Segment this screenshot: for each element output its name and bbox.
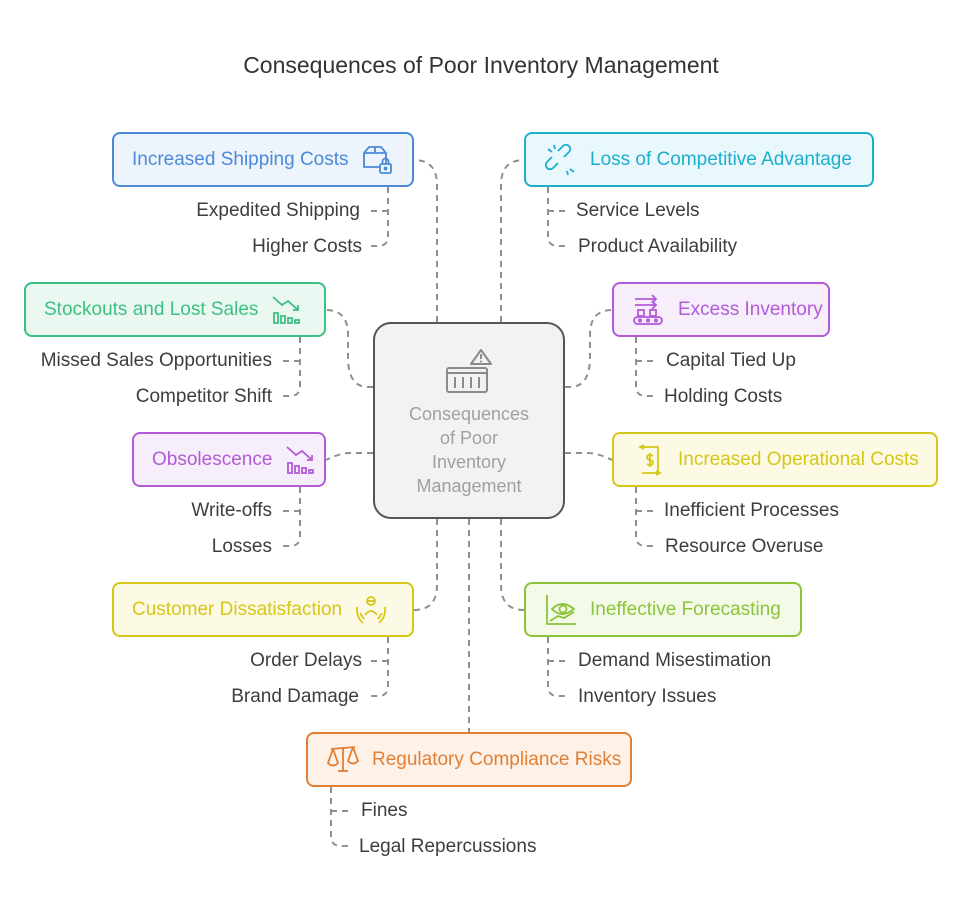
node-label: Ineffective Forecasting xyxy=(590,598,781,620)
sub-item: Resource Overuse xyxy=(665,536,824,557)
node-label: Regulatory Compliance Risks xyxy=(372,748,622,770)
money-cycle-icon xyxy=(637,443,663,476)
node-label: Obsolescence xyxy=(152,448,273,470)
node-regulatory-compliance-risks: Regulatory Compliance Risks xyxy=(306,732,632,787)
sub-item: Brand Damage xyxy=(231,686,359,707)
node-obsolescence: Obsolescence xyxy=(132,432,326,487)
sub-item: Legal Repercussions xyxy=(359,836,537,857)
connector-forecasting xyxy=(500,519,525,611)
sub-connector-excess xyxy=(635,337,654,397)
broken-link-icon xyxy=(544,143,575,175)
sub-item: Expedited Shipping xyxy=(196,200,360,221)
connector-competitive xyxy=(500,159,525,322)
eye-chart-icon xyxy=(546,594,576,625)
package-lock-icon xyxy=(362,145,392,174)
node-label: Loss of Competitive Advantage xyxy=(590,148,852,170)
declining-chart-icon xyxy=(286,445,315,474)
sub-connector-customer xyxy=(370,637,389,697)
node-excess-inventory: Excess Inventory xyxy=(612,282,830,337)
sub-connector-stockouts xyxy=(282,337,301,397)
sub-item: Losses xyxy=(211,536,272,557)
declining-chart-icon xyxy=(272,295,301,324)
connector-customer xyxy=(413,519,438,611)
center-label: Consequences of Poor Inventory Managemen… xyxy=(408,404,530,496)
node-label: Excess Inventory xyxy=(678,298,823,320)
center-node: Consequences of Poor Inventory Managemen… xyxy=(373,322,565,519)
sub-connector-competitive xyxy=(547,187,566,247)
connector-excess xyxy=(565,309,613,388)
sub-connector-operational xyxy=(635,487,654,547)
person-hands-icon xyxy=(356,595,387,624)
sub-item: Missed Sales Opportunities xyxy=(40,350,272,371)
sub-item: Service Levels xyxy=(576,200,700,221)
sub-item: Fines xyxy=(361,800,408,821)
sub-connector-obsolescence xyxy=(282,487,301,547)
sub-connector-forecasting xyxy=(547,637,566,697)
sub-item: Product Availability xyxy=(578,236,738,257)
sub-item: Inventory Issues xyxy=(578,686,717,707)
node-increased-shipping-costs: Increased Shipping Costs xyxy=(112,132,414,187)
connector-obsolescence xyxy=(325,452,373,461)
node-ineffective-forecasting: Ineffective Forecasting xyxy=(524,582,802,637)
conveyor-icon xyxy=(633,293,663,325)
sub-item: Write-offs xyxy=(191,500,272,521)
node-increased-operational-costs: Increased Operational Costs xyxy=(612,432,938,487)
connector-stockouts xyxy=(325,309,373,388)
sub-item: Capital Tied Up xyxy=(666,350,796,371)
node-label: Increased Shipping Costs xyxy=(132,148,349,170)
warning-box-icon xyxy=(446,349,492,393)
sub-connector-regulatory xyxy=(330,787,349,847)
sub-item: Order Delays xyxy=(250,650,362,671)
sub-item: Competitor Shift xyxy=(135,386,272,407)
node-stockouts-and-lost-sales: Stockouts and Lost Sales xyxy=(24,282,326,337)
sub-item: Inefficient Processes xyxy=(664,500,839,521)
node-label: Stockouts and Lost Sales xyxy=(44,298,259,320)
sub-item: Demand Misestimation xyxy=(578,650,772,671)
connector-operational xyxy=(565,452,613,461)
node-label: Increased Operational Costs xyxy=(678,448,919,470)
sub-item: Holding Costs xyxy=(664,386,783,407)
page-title: Consequences of Poor Inventory Managemen… xyxy=(243,52,719,78)
node-customer-dissatisfaction: Customer Dissatisfaction xyxy=(112,582,414,637)
sub-item: Higher Costs xyxy=(252,236,362,257)
scales-icon xyxy=(326,745,360,772)
connector-shipping xyxy=(413,159,438,322)
node-loss-of-competitive-advantage: Loss of Competitive Advantage xyxy=(524,132,874,187)
node-label: Customer Dissatisfaction xyxy=(132,598,343,620)
sub-connector-shipping xyxy=(370,187,389,247)
